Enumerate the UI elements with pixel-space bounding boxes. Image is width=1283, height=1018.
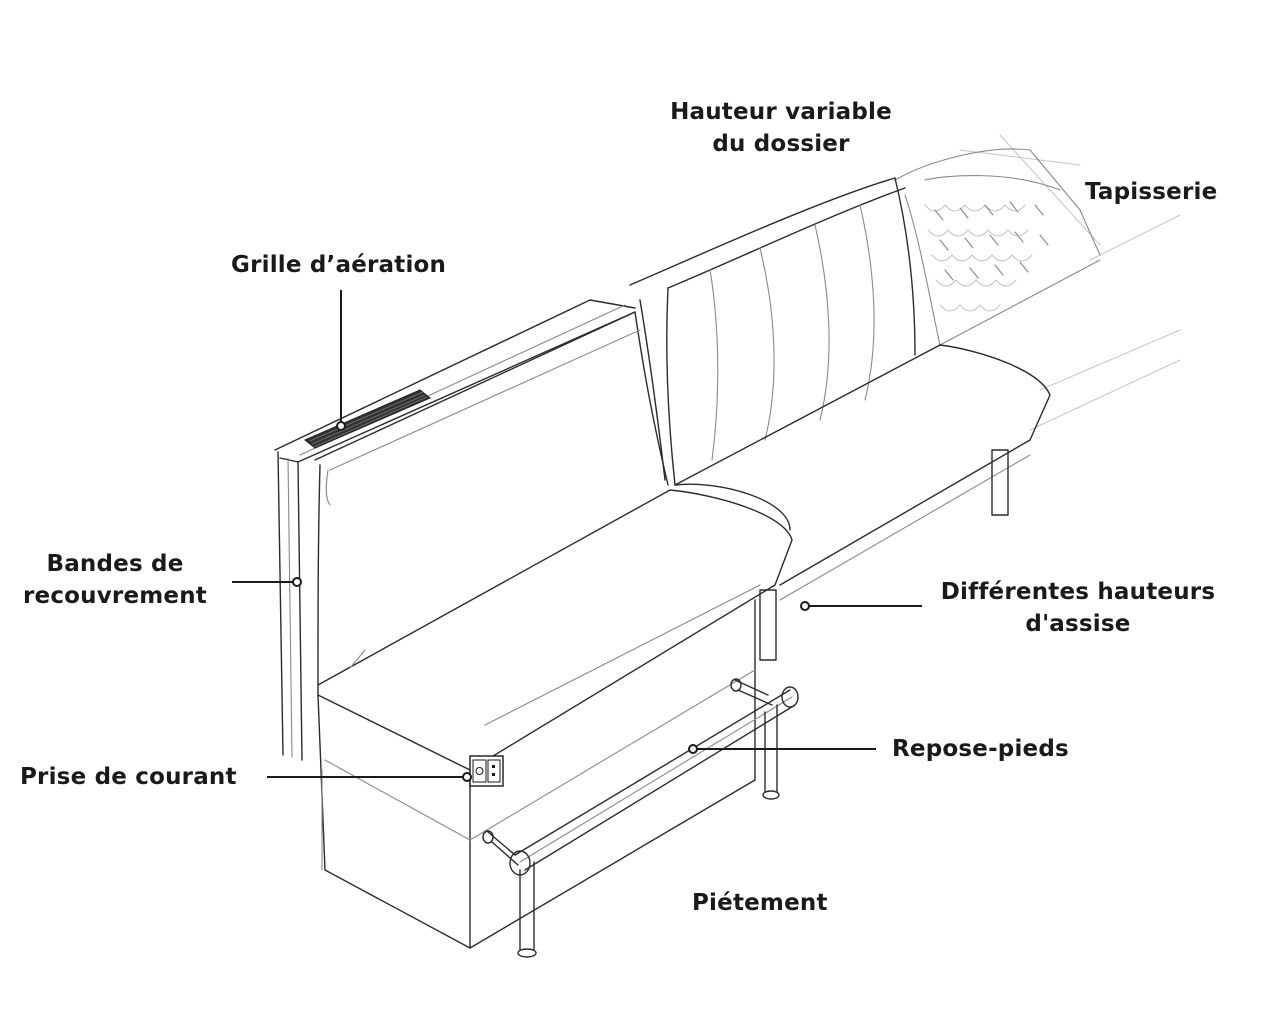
leader-repose-pieds [688, 744, 876, 754]
label-differentes-hauteurs-assise: Différentes hauteurs d'assise [938, 576, 1218, 640]
label-line-2: recouvrement [22, 583, 208, 609]
label-pietement: Piétement [692, 890, 828, 916]
tufting-pattern [924, 201, 1049, 312]
faded-bench-continuation [959, 134, 1181, 431]
label-line-2: d'assise [1025, 611, 1131, 637]
leader-prise [267, 772, 472, 782]
leader-grille [336, 290, 346, 431]
label-repose-pieds: Repose-pieds [892, 736, 1069, 762]
label-tapisserie: Tapisserie [1085, 179, 1218, 205]
label-line-1: Différentes hauteurs [940, 579, 1216, 605]
vent-grille [304, 389, 431, 449]
label-line-1: Hauteur variable [670, 99, 892, 125]
main-bench [274, 299, 793, 949]
label-prise-de-courant: Prise de courant [20, 764, 237, 790]
label-hauteur-variable-dossier: Hauteur variable du dossier [655, 96, 907, 160]
tufted-backrest-section [894, 148, 1101, 346]
leader-bandes [232, 577, 302, 587]
label-line-1: Bandes de [46, 551, 184, 577]
label-grille-aeration: Grille d’aération [231, 252, 447, 278]
label-line-2: du dossier [712, 131, 850, 157]
channeled-backrest-section [629, 177, 941, 486]
bench-legs [517, 704, 780, 958]
leader-hauteurs-assise [800, 601, 922, 611]
footrest-bar [482, 678, 799, 876]
label-bandes-recouvrement: Bandes de recouvrement [15, 548, 215, 612]
power-outlet [469, 755, 504, 787]
